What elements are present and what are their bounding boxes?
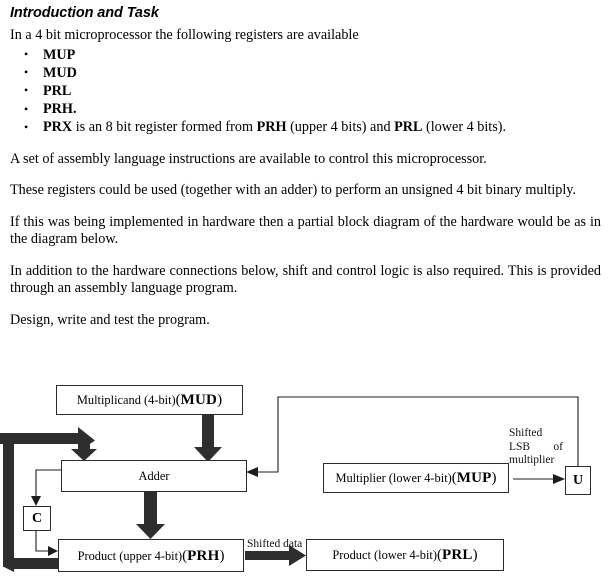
- box-carry-label: C: [31, 510, 43, 526]
- arrow-prh-to-prl: [245, 545, 306, 566]
- arrow-bus-to-adder: [71, 440, 97, 461]
- box-adder[interactable]: Adder: [61, 460, 247, 492]
- box-product-lower-prl[interactable]: Product (lower 4-bit) (PRL): [306, 539, 504, 571]
- list-item: PRL: [10, 81, 601, 100]
- box-adder-label: Adder: [138, 469, 170, 483]
- label-shifted-line3: of: [553, 440, 563, 453]
- box-u-label: U: [572, 472, 584, 488]
- bus-bottom-segment: [3, 558, 58, 572]
- box-mup-paren-close: ): [491, 470, 497, 486]
- box-prh-register: PRH: [187, 547, 220, 564]
- box-prl-label: Product (lower 4-bit): [332, 548, 437, 562]
- box-product-upper-prh[interactable]: Product (upper 4-bit) (PRH): [58, 539, 244, 572]
- label-shifted-line2: LSB: [509, 440, 531, 453]
- register-list: MUP MUD PRL PRH. PRX is an 8 bit registe…: [10, 45, 601, 137]
- list-item: MUP: [10, 45, 601, 64]
- arrow-adder-to-prh: [136, 492, 165, 539]
- box-mup-paren-open: (: [451, 470, 457, 486]
- paragraph-hardware-block-diagram: If this was being implemented in hardwar…: [10, 213, 601, 248]
- arrowhead-into-adder: [246, 467, 258, 477]
- label-shifted-line1: Shifted: [509, 427, 543, 439]
- box-prl-paren-open: (: [437, 547, 442, 563]
- box-u-flag[interactable]: U: [565, 466, 591, 495]
- box-multiplicand-mud[interactable]: Multiplicand (4-bit) (MUD): [56, 385, 243, 415]
- list-item-prx: PRX is an 8 bit register formed from PRH…: [10, 118, 601, 136]
- box-carry-flag[interactable]: C: [23, 506, 51, 531]
- box-mud-register: MUD: [180, 392, 218, 408]
- intro-line: In a 4 bit microprocessor the following …: [10, 27, 359, 43]
- line-u-feedback-to-adder: [253, 396, 579, 473]
- prx-ref-prl: PRL: [394, 119, 423, 136]
- label-shifted-data: Shifted data: [247, 538, 303, 550]
- box-mud-paren-close: ): [217, 392, 223, 408]
- box-multiplier-mup[interactable]: Multiplier (lower 4-bit) (MUP): [323, 463, 509, 493]
- register-name: PRX: [43, 119, 73, 136]
- box-prl-paren-close: ): [472, 547, 478, 563]
- register-name: MUP: [43, 46, 76, 63]
- line-adder-to-carry: [35, 469, 61, 500]
- box-prh-label: Product (upper 4-bit): [77, 548, 183, 563]
- thick-arrow-group: [0, 414, 306, 572]
- arrow-mud-to-adder: [194, 414, 222, 462]
- box-mup-label: Multiplier (lower 4-bit): [335, 471, 452, 485]
- register-name: MUD: [43, 64, 77, 81]
- prx-text-2: (upper 4 bits) and: [286, 119, 395, 136]
- label-shifted-lsb-of-multiplier: Shifted LSB of multiplier: [509, 427, 563, 468]
- document-body: Introduction and Task In a 4 bit micropr…: [10, 4, 601, 329]
- paragraph-assembly-instructions: A set of assembly language instructions …: [10, 150, 487, 167]
- list-item: PRH.: [10, 100, 601, 118]
- line-carry-to-prh: [35, 531, 52, 552]
- arrowhead-into-prh: [48, 546, 58, 556]
- box-mud-paren-open: (: [175, 392, 181, 408]
- paragraph-registers-adder: These registers could be used (together …: [10, 182, 577, 199]
- bus-top-segment: [0, 427, 95, 452]
- paragraph-shift-control-logic: In addition to the hardware connections …: [10, 262, 601, 297]
- box-mud-label: Multiplicand (4-bit): [76, 393, 176, 407]
- register-name: PRL: [43, 82, 72, 99]
- prx-text-1: is an 8 bit register formed from: [72, 119, 257, 136]
- arrowhead-into-u: [553, 474, 565, 484]
- box-prl-register: PRL: [442, 547, 473, 563]
- thin-arrowhead-group: [31, 467, 565, 556]
- label-shifted-line4: multiplier: [509, 454, 555, 466]
- paragraph-design-write-test: Design, write and test the program.: [10, 311, 210, 328]
- register-name: PRH.: [43, 101, 77, 118]
- box-mup-register: MUP: [456, 470, 492, 486]
- thin-line-group: [35, 396, 579, 552]
- prx-ref-prh: PRH: [256, 119, 287, 136]
- list-item: MUD: [10, 63, 601, 82]
- box-prh-paren-close: ): [219, 547, 225, 564]
- box-prh-paren-open: (: [182, 547, 188, 564]
- page-title: Introduction and Task: [10, 5, 159, 21]
- bus-left-trunk: [3, 437, 14, 567]
- arrowhead-into-carry: [31, 496, 41, 506]
- prx-text-3: (lower 4 bits).: [422, 119, 507, 136]
